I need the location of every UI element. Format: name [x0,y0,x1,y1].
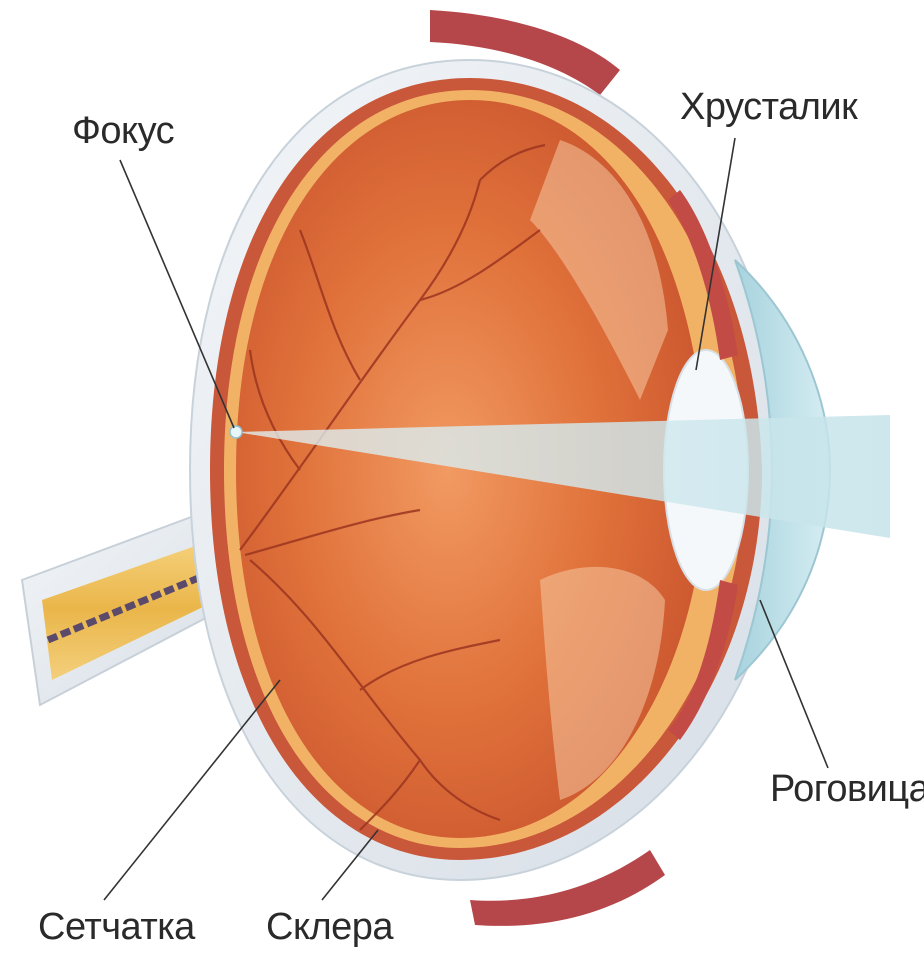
label-sclera: Склера [266,908,393,946]
retina-leader [104,680,280,900]
label-cornea: Роговица [770,770,924,808]
focus-point [230,426,242,438]
label-lens: Хрусталик [680,88,857,126]
cornea-leader [760,600,828,768]
label-retina: Сетчатка [38,908,195,946]
label-focus: Фокус [72,112,174,150]
